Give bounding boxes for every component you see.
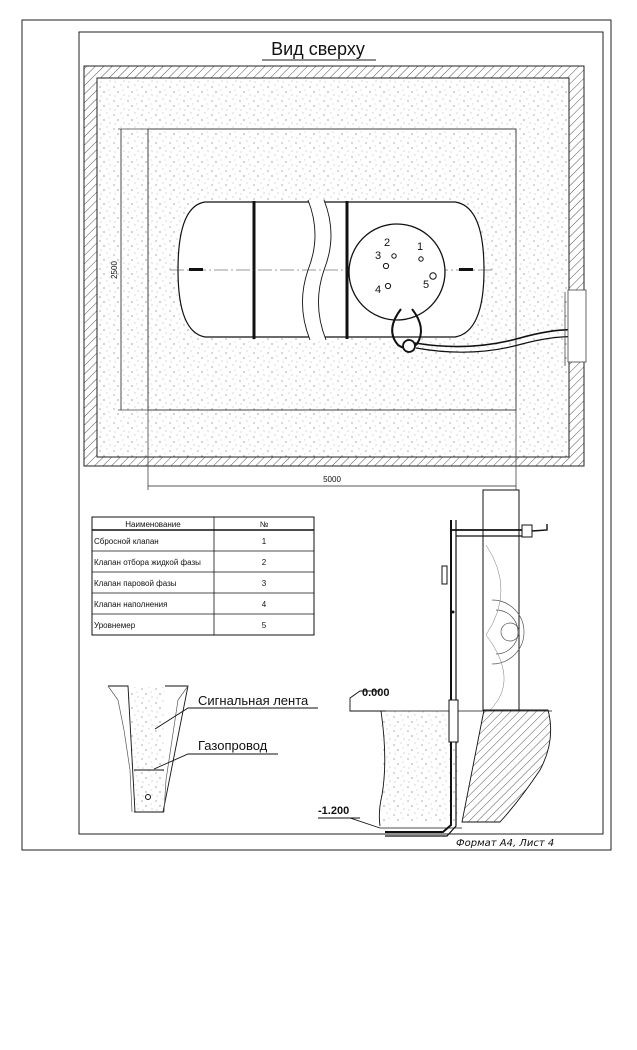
fitting-2-label: 2 [384,237,390,249]
fitting-4-label: 4 [375,284,381,296]
table-row-num: 4 [262,600,267,609]
sheet-inner-frame [78,31,604,835]
fitting-3-marker [382,262,390,270]
table-row-num: 2 [262,558,267,567]
table-row-name: Уровнемер [94,621,136,630]
manhole-cover [348,223,446,321]
gas-pipe-plan [391,289,587,366]
fitting-4-marker [384,282,392,290]
signal-tape-label: Сигнальная лента [198,693,309,708]
fitting-5-label: 5 [423,279,429,291]
elevation-section [318,489,552,837]
trench-section [107,685,318,813]
dimension-width [147,410,517,490]
fitting-1-label: 1 [417,241,423,253]
fitting-5-marker [429,272,437,280]
dimension-height-label: 2500 [110,261,119,279]
table-row-name: Клапан паровой фазы [94,579,177,588]
table-row-name: Сбросной клапан [94,537,159,546]
level-bottom-label: -1.200 [318,805,349,817]
dimension-height [118,128,148,411]
fittings-table [91,516,315,636]
table-row-num: 5 [262,621,267,630]
gas-pipe-label: Газопровод [198,738,268,753]
table-header-num: № [260,520,269,529]
fitting-1-marker [418,256,424,262]
level-top-label: 0.000 [362,687,390,699]
table-row-name: Клапан отбора жидкой фазы [94,558,201,567]
fitting-2-marker [391,253,397,259]
drawing-title: Вид сверху [271,39,365,59]
table-row-num: 3 [262,579,267,588]
sheet-format-label: Формат А4, Лист 4 [456,838,554,849]
fitting-3-label: 3 [375,250,381,262]
dimension-width-label: 5000 [323,475,341,484]
sheet-outer-frame [21,19,612,851]
table-row-num: 1 [262,537,267,546]
table-row-name: Клапан наполнения [94,600,167,609]
table-header-name: Наименование [125,520,181,529]
